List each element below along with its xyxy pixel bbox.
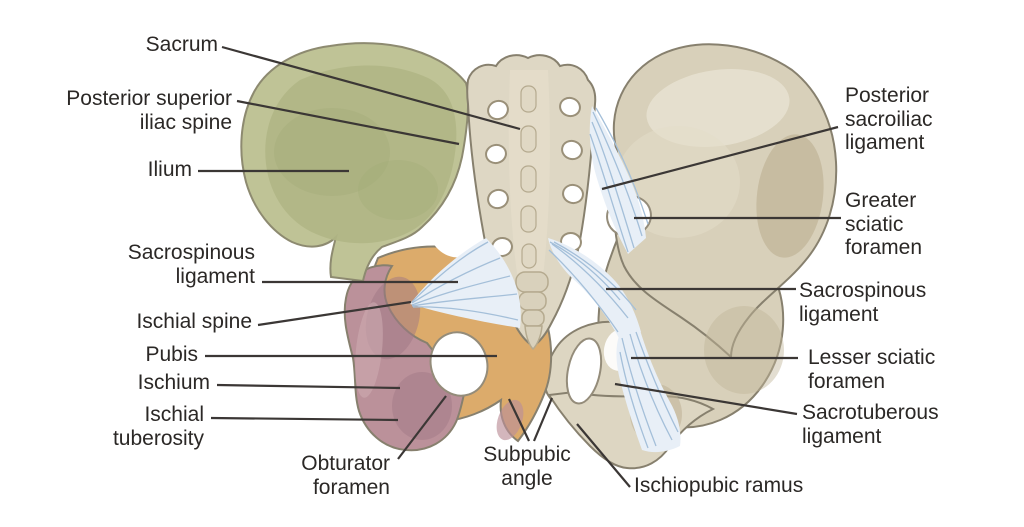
leader-ischiopubic-ramus — [576, 423, 631, 488]
label-sacrotuberous-ligament: Sacrotuberous ligament — [802, 401, 939, 448]
label-lesser-sciatic-foramen: Lesser sciatic foramen — [808, 346, 936, 393]
pubis-shade — [496, 399, 524, 441]
ligament-fibers — [589, 107, 649, 253]
leader-subpubic-right — [532, 397, 554, 442]
label-posterior-superior-iliac-spine: Posterior superior iliac spine — [66, 87, 232, 134]
leader-sacrum — [221, 45, 521, 131]
leader-sacrotuberous — [614, 382, 798, 416]
median-sacral-crest — [520, 85, 537, 269]
leader-ischial-spine — [257, 300, 412, 327]
ilium-shape — [240, 42, 470, 283]
leader-post-sacroiliac — [601, 125, 839, 191]
leader-lines — [198, 45, 841, 488]
label-ischial-tuberosity: Ischial tuberosity — [112, 403, 204, 450]
ligaments — [410, 106, 681, 453]
coccyx-shape — [515, 271, 549, 351]
ligament-fibers — [548, 241, 637, 333]
label-ischiopubic-ramus: Ischiopubic ramus — [634, 474, 804, 497]
leader-ischium — [216, 383, 401, 390]
label-sacrospinous-ligament-left: Sacrospinous ligament — [127, 241, 255, 288]
leader-obturator-foramen — [397, 395, 447, 460]
label-sacrum: Sacrum — [145, 33, 218, 56]
label-ilium: Ilium — [147, 158, 192, 181]
greater-sciatic-notch-left — [427, 196, 483, 258]
label-greater-sciatic-foramen: Greater sciatic foramen — [845, 189, 923, 260]
label-pubis: Pubis — [145, 343, 198, 366]
label-posterior-sacroiliac-ligament: Posterior sacroiliac ligament — [845, 84, 933, 155]
leader-ischial-tuberosity — [210, 416, 399, 422]
label-obturator-foramen: Obturator foramen — [301, 452, 390, 499]
label-subpubic-angle: Subpubic angle — [483, 443, 571, 490]
label-ischium: Ischium — [137, 371, 210, 394]
obturator-foramen-right-hole — [565, 337, 603, 405]
label-ischial-spine: Ischial spine — [136, 310, 252, 333]
ligament-fibers — [619, 331, 679, 449]
ligament-fibers — [411, 241, 519, 321]
leader-subpubic-left — [508, 398, 530, 442]
label-sacrospinous-ligament-right: Sacrospinous ligament — [799, 279, 927, 326]
leader-psis — [236, 99, 460, 146]
